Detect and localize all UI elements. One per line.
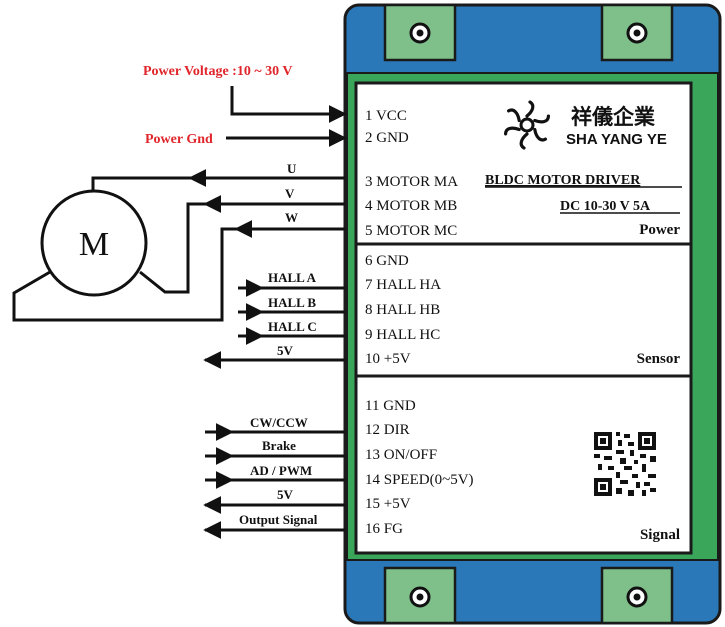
signal-wiring: CW/CCW Brake AD / PWM 5V Output Signal <box>203 415 345 539</box>
wire-label: Brake <box>262 438 296 453</box>
mounting-hole-icon <box>626 22 648 44</box>
brand-en: SHA YANG YE <box>566 131 667 148</box>
power-voltage-label: Power Voltage :10 ~ 30 V <box>143 64 292 79</box>
mounting-hole-icon <box>626 586 648 608</box>
power-wiring: Power Voltage :10 ~ 30 V Power Gnd <box>143 64 347 147</box>
pin-label: 15 +5V <box>365 496 411 512</box>
pin-label: 6 GND <box>365 253 409 269</box>
arrow-icon <box>230 86 347 123</box>
pin-label: 5 MOTOR MC <box>365 223 457 239</box>
product-rating: DC 10-30 V 5A <box>560 199 651 214</box>
flower-logo-icon <box>503 100 551 150</box>
wire-label: HALL A <box>268 270 317 285</box>
wire-label: HALL C <box>268 319 317 334</box>
mounting-hole-icon <box>409 22 431 44</box>
pin-label: 12 DIR <box>365 422 410 438</box>
section-sensor: Sensor <box>637 351 681 367</box>
phase-w-label: W <box>285 210 298 225</box>
motor: M U V W <box>12 161 345 322</box>
pin-label: 7 HALL HA <box>365 277 441 293</box>
pin-list: 1 VCC 2 GND 3 MOTOR MA 4 MOTOR MB 5 MOTO… <box>365 108 474 537</box>
wire-label: AD / PWM <box>250 463 312 478</box>
wire-label: Output Signal <box>239 512 318 527</box>
wire-label: CW/CCW <box>250 415 308 430</box>
driver-housing <box>343 3 722 625</box>
qr-code-icon <box>594 432 656 496</box>
section-power: Power <box>639 222 680 238</box>
pin-label: 16 FG <box>365 521 403 537</box>
motor-label: M <box>79 226 109 263</box>
mounting-hole-icon <box>409 586 431 608</box>
pin-label: 10 +5V <box>365 351 411 367</box>
pin-label: 3 MOTOR MA <box>365 174 458 190</box>
power-gnd-label: Power Gnd <box>145 132 213 147</box>
pin-label: 13 ON/OFF <box>365 447 437 463</box>
pin-label: 14 SPEED(0~5V) <box>365 472 474 488</box>
pin-label: 8 HALL HB <box>365 302 440 318</box>
wire-label: 5V <box>277 487 294 502</box>
wire-u <box>91 176 345 191</box>
section-signal: Signal <box>640 527 680 543</box>
wire-label: HALL B <box>268 295 316 310</box>
pin-label: 9 HALL HC <box>365 327 440 343</box>
phase-v-label: V <box>285 186 295 201</box>
pin-label: 2 GND <box>365 130 409 146</box>
pin-label: 11 GND <box>365 398 416 414</box>
brand-cn: 祥儀企業 <box>571 105 656 129</box>
phase-u-label: U <box>287 161 297 176</box>
wire-label: 5V <box>277 343 294 358</box>
product-name: BLDC MOTOR DRIVER <box>485 173 641 188</box>
pin-label: 4 MOTOR MB <box>365 198 457 214</box>
sensor-wiring: HALL A HALL B HALL C 5V <box>203 270 345 369</box>
pin-label: 1 VCC <box>365 108 407 124</box>
